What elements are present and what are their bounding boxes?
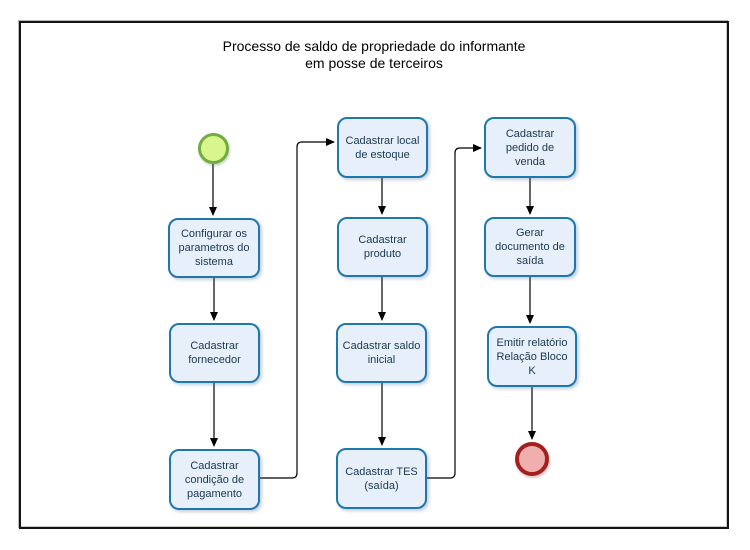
node-label: Cadastrar local de estoque <box>345 134 420 161</box>
connector-tes-to-pedido <box>427 144 482 479</box>
node-emitir-relatorio-bloco-k: Emitir relatório Relação Bloco K <box>487 326 577 387</box>
node-label: Cadastrar condição de pagamento <box>184 459 245 500</box>
node-label: Configurar os parametros do sistema <box>178 228 250 268</box>
end-event-circle <box>515 442 549 476</box>
start-event-circle <box>198 133 229 164</box>
node-label: Cadastrar produto <box>358 234 407 260</box>
node-cadastrar-local-estoque: Cadastrar local de estoque <box>337 117 428 178</box>
node-label: Gerar documento de saída <box>495 227 565 267</box>
node-label: Cadastrar saldo inicial <box>342 340 421 366</box>
node-cadastrar-pedido-venda: Cadastrar pedido de venda <box>484 117 576 178</box>
node-cadastrar-produto: Cadastrar produto <box>337 217 428 277</box>
node-cadastrar-saldo-inicial: Cadastrar saldo inicial <box>336 323 427 383</box>
node-label: Cadastrar pedido de venda <box>505 127 555 168</box>
node-gerar-documento-saida: Gerar documento de saída <box>484 217 576 277</box>
node-label: Emitir relatório Relação Bloco K <box>496 336 568 377</box>
node-label: Cadastrar TES (saída) <box>345 465 418 492</box>
node-configurar-parametros: Configurar os parametros do sistema <box>168 218 260 278</box>
node-cadastrar-tes-saida: Cadastrar TES (saída) <box>336 448 427 509</box>
node-label: Cadastrar fornecedor <box>188 340 241 366</box>
page-title: Processo de saldo de propriedade do info… <box>222 38 526 71</box>
node-cadastrar-fornecedor: Cadastrar fornecedor <box>169 323 260 383</box>
connector-condicao-to-estoque <box>260 138 335 479</box>
node-cadastrar-condicao-pagamento: Cadastrar condição de pagamento <box>169 449 260 510</box>
